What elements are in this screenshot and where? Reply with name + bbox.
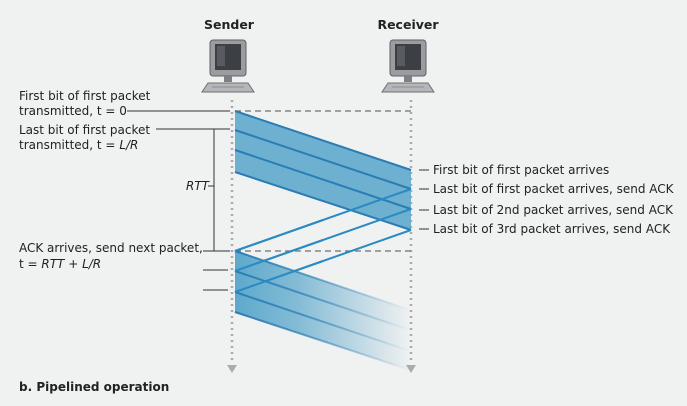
first-bit-label-line1: First bit of first packet bbox=[19, 89, 151, 103]
sender-timeline-arrow bbox=[227, 365, 237, 373]
ack-line-overlay bbox=[234, 260, 324, 293]
packet-band-initial bbox=[235, 111, 411, 230]
first-arrives-label: First bit of first packet arrives bbox=[433, 163, 609, 177]
ack-arrives-label-line1: ACK arrives, send next packet, bbox=[19, 241, 203, 255]
packet-line-next bbox=[234, 291, 411, 352]
packet-line bbox=[234, 129, 412, 190]
last-first-ack-label: Last bit of first packet arrives, send A… bbox=[433, 182, 675, 196]
computer-icon bbox=[381, 39, 435, 93]
last-bit-label-line1: Last bit of first packet bbox=[19, 123, 150, 137]
ack-line-overlay bbox=[234, 219, 324, 252]
ack-arrives-label-line2: t = RTT + L/R bbox=[19, 257, 101, 271]
figure-caption: b. Pipelined operation bbox=[19, 380, 169, 394]
first-bit-label-line2: transmitted, t = 0 bbox=[19, 104, 127, 118]
last-bit-label-line2: transmitted, t = L/R bbox=[19, 138, 138, 152]
rtt-label: RTT bbox=[186, 179, 211, 193]
packet-line bbox=[234, 110, 412, 171]
last-3rd-ack-label: Last bit of 3rd packet arrives, send ACK bbox=[433, 222, 671, 236]
packet-band-next bbox=[235, 251, 410, 370]
ack-line-overlay bbox=[234, 239, 324, 272]
sender-header: Sender bbox=[204, 17, 255, 32]
last-2nd-ack-label: Last bit of 2nd packet arrives, send ACK bbox=[433, 203, 674, 217]
packet-line-next bbox=[234, 311, 411, 371]
receiver-header: Receiver bbox=[377, 17, 439, 32]
computer-icon bbox=[201, 39, 255, 93]
